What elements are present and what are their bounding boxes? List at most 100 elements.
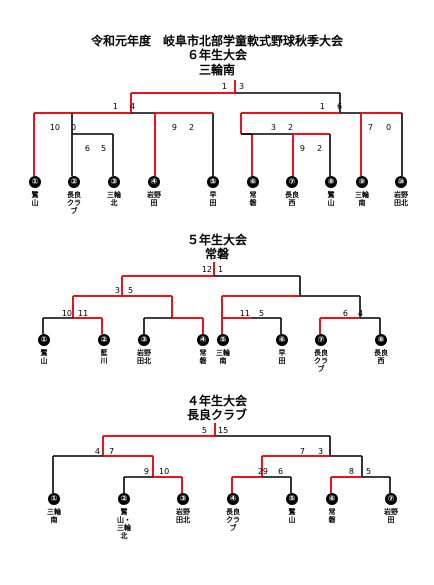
team-number: ⑤ — [217, 334, 229, 346]
score: 3 — [114, 286, 120, 295]
score: 29 — [257, 467, 268, 476]
team-name: 岩野田 — [384, 508, 398, 524]
team-b6-9: ⑨ 三輪南 — [355, 176, 369, 207]
team-name: 鷺 山 — [288, 508, 303, 524]
team-name: 三輪北 — [107, 191, 121, 207]
team-number: ② — [118, 493, 130, 505]
score: 2 — [189, 123, 195, 132]
team-number: ⑥ — [276, 334, 288, 346]
score: 11 — [78, 309, 89, 318]
team-b5-8: ⑧ 長良西 — [374, 334, 388, 365]
team-b4-1: ① 三輪南 — [47, 493, 61, 524]
team-b6-2: ② 長良クラブ — [67, 176, 81, 215]
team-number: ⑦ — [315, 334, 327, 346]
score: 5 — [366, 467, 372, 476]
team-number: ⑨ — [356, 176, 368, 188]
score: 5 — [128, 286, 134, 295]
team-b4-7: ⑦ 岩野田 — [384, 493, 398, 524]
team-name: 長良クラブ — [67, 191, 81, 215]
team-number: ⑦ — [286, 176, 298, 188]
team-number: ③ — [108, 176, 120, 188]
team-number: ⑤ — [286, 493, 298, 505]
team-number: ③ — [138, 334, 150, 346]
team-name: 藍 川 — [100, 349, 115, 365]
score: 8 — [348, 467, 354, 476]
team-name: 三輪南 — [47, 508, 61, 524]
team-number: ④ — [227, 493, 239, 505]
score: 3 — [239, 82, 245, 91]
score: 6 — [84, 144, 90, 153]
score: 7 — [109, 447, 115, 456]
score: 7 — [299, 447, 305, 456]
team-b6-8: ⑧ 鷺 山 — [324, 176, 342, 207]
score: 9 — [143, 467, 149, 476]
score: 1 — [218, 265, 224, 274]
score: 4 — [94, 447, 100, 456]
team-number: ① — [38, 334, 50, 346]
page-title: 令和元年度 岐阜市北部学童軟式野球秋季大会 — [90, 34, 343, 48]
team-name: 岩野田 — [147, 191, 161, 207]
score: 6 — [278, 467, 284, 476]
grade4-champion: 長良クラブ — [186, 408, 247, 422]
team-b6-3: ③ 三輪北 — [107, 176, 121, 207]
team-name: 岩野田北 — [176, 508, 190, 524]
score: 10 — [61, 309, 72, 318]
score: 0 — [386, 123, 392, 132]
score: 5 — [101, 144, 107, 153]
score: 6 — [337, 102, 343, 111]
team-number: ③ — [177, 493, 189, 505]
team-b6-6: ⑥ 常 磐 — [246, 176, 264, 207]
team-b5-1: ① 鷺 山 — [37, 334, 55, 365]
score: 5 — [259, 309, 265, 318]
score: 2 — [317, 144, 323, 153]
team-name: 常 磐 — [199, 349, 214, 365]
team-name: 岩野田北 — [137, 349, 151, 365]
team-number: ⑥ — [247, 176, 259, 188]
score: 11 — [239, 309, 250, 318]
team-number: ① — [48, 493, 60, 505]
team-name: 鷺 山 — [40, 349, 55, 365]
team-number: ② — [68, 176, 80, 188]
team-name: 三輪南 — [355, 191, 369, 207]
team-number: ② — [98, 334, 110, 346]
team-name: 長良西 — [374, 349, 388, 365]
team-number: ⑩ — [395, 176, 407, 188]
grade5-champion: 常磐 — [204, 247, 229, 261]
team-name: 三輪南 — [216, 349, 230, 365]
team-b6-10: ⑩ 岩野田北 — [394, 176, 408, 207]
team-b5-5: ⑤ 三輪南 — [216, 334, 230, 365]
score: 9 — [299, 144, 305, 153]
grade6-title: ６年生大会 — [186, 48, 247, 62]
team-name: 常 磐 — [328, 508, 343, 524]
team-name: 岩野田北 — [394, 191, 408, 207]
grade5-title: ５年生大会 — [186, 233, 247, 247]
team-number: ⑦ — [385, 493, 397, 505]
score: 3 — [270, 123, 276, 132]
score: 4 — [130, 102, 136, 111]
team-name: 鷺 山 — [327, 191, 342, 207]
team-b5-2: ② 藍 川 — [97, 334, 115, 365]
score: 4 — [358, 309, 364, 318]
team-name: 鷺 山 — [31, 191, 46, 207]
team-b4-5: ⑤ 鷺 山 — [285, 493, 303, 524]
score: 12 — [201, 265, 212, 274]
score: 10 — [49, 123, 60, 132]
team-b5-6: ⑥ 早 田 — [275, 334, 293, 365]
team-number: ⑧ — [325, 176, 337, 188]
score: 2 — [288, 123, 294, 132]
score: 6 — [342, 309, 348, 318]
team-b5-3: ③ 岩野田北 — [137, 334, 151, 365]
team-name: 常 磐 — [249, 191, 264, 207]
team-name: 早 田 — [278, 349, 293, 365]
team-number: ⑧ — [375, 334, 387, 346]
grade4-title: ４年生大会 — [186, 394, 247, 408]
score: 9 — [171, 123, 177, 132]
score: 10 — [159, 467, 170, 476]
